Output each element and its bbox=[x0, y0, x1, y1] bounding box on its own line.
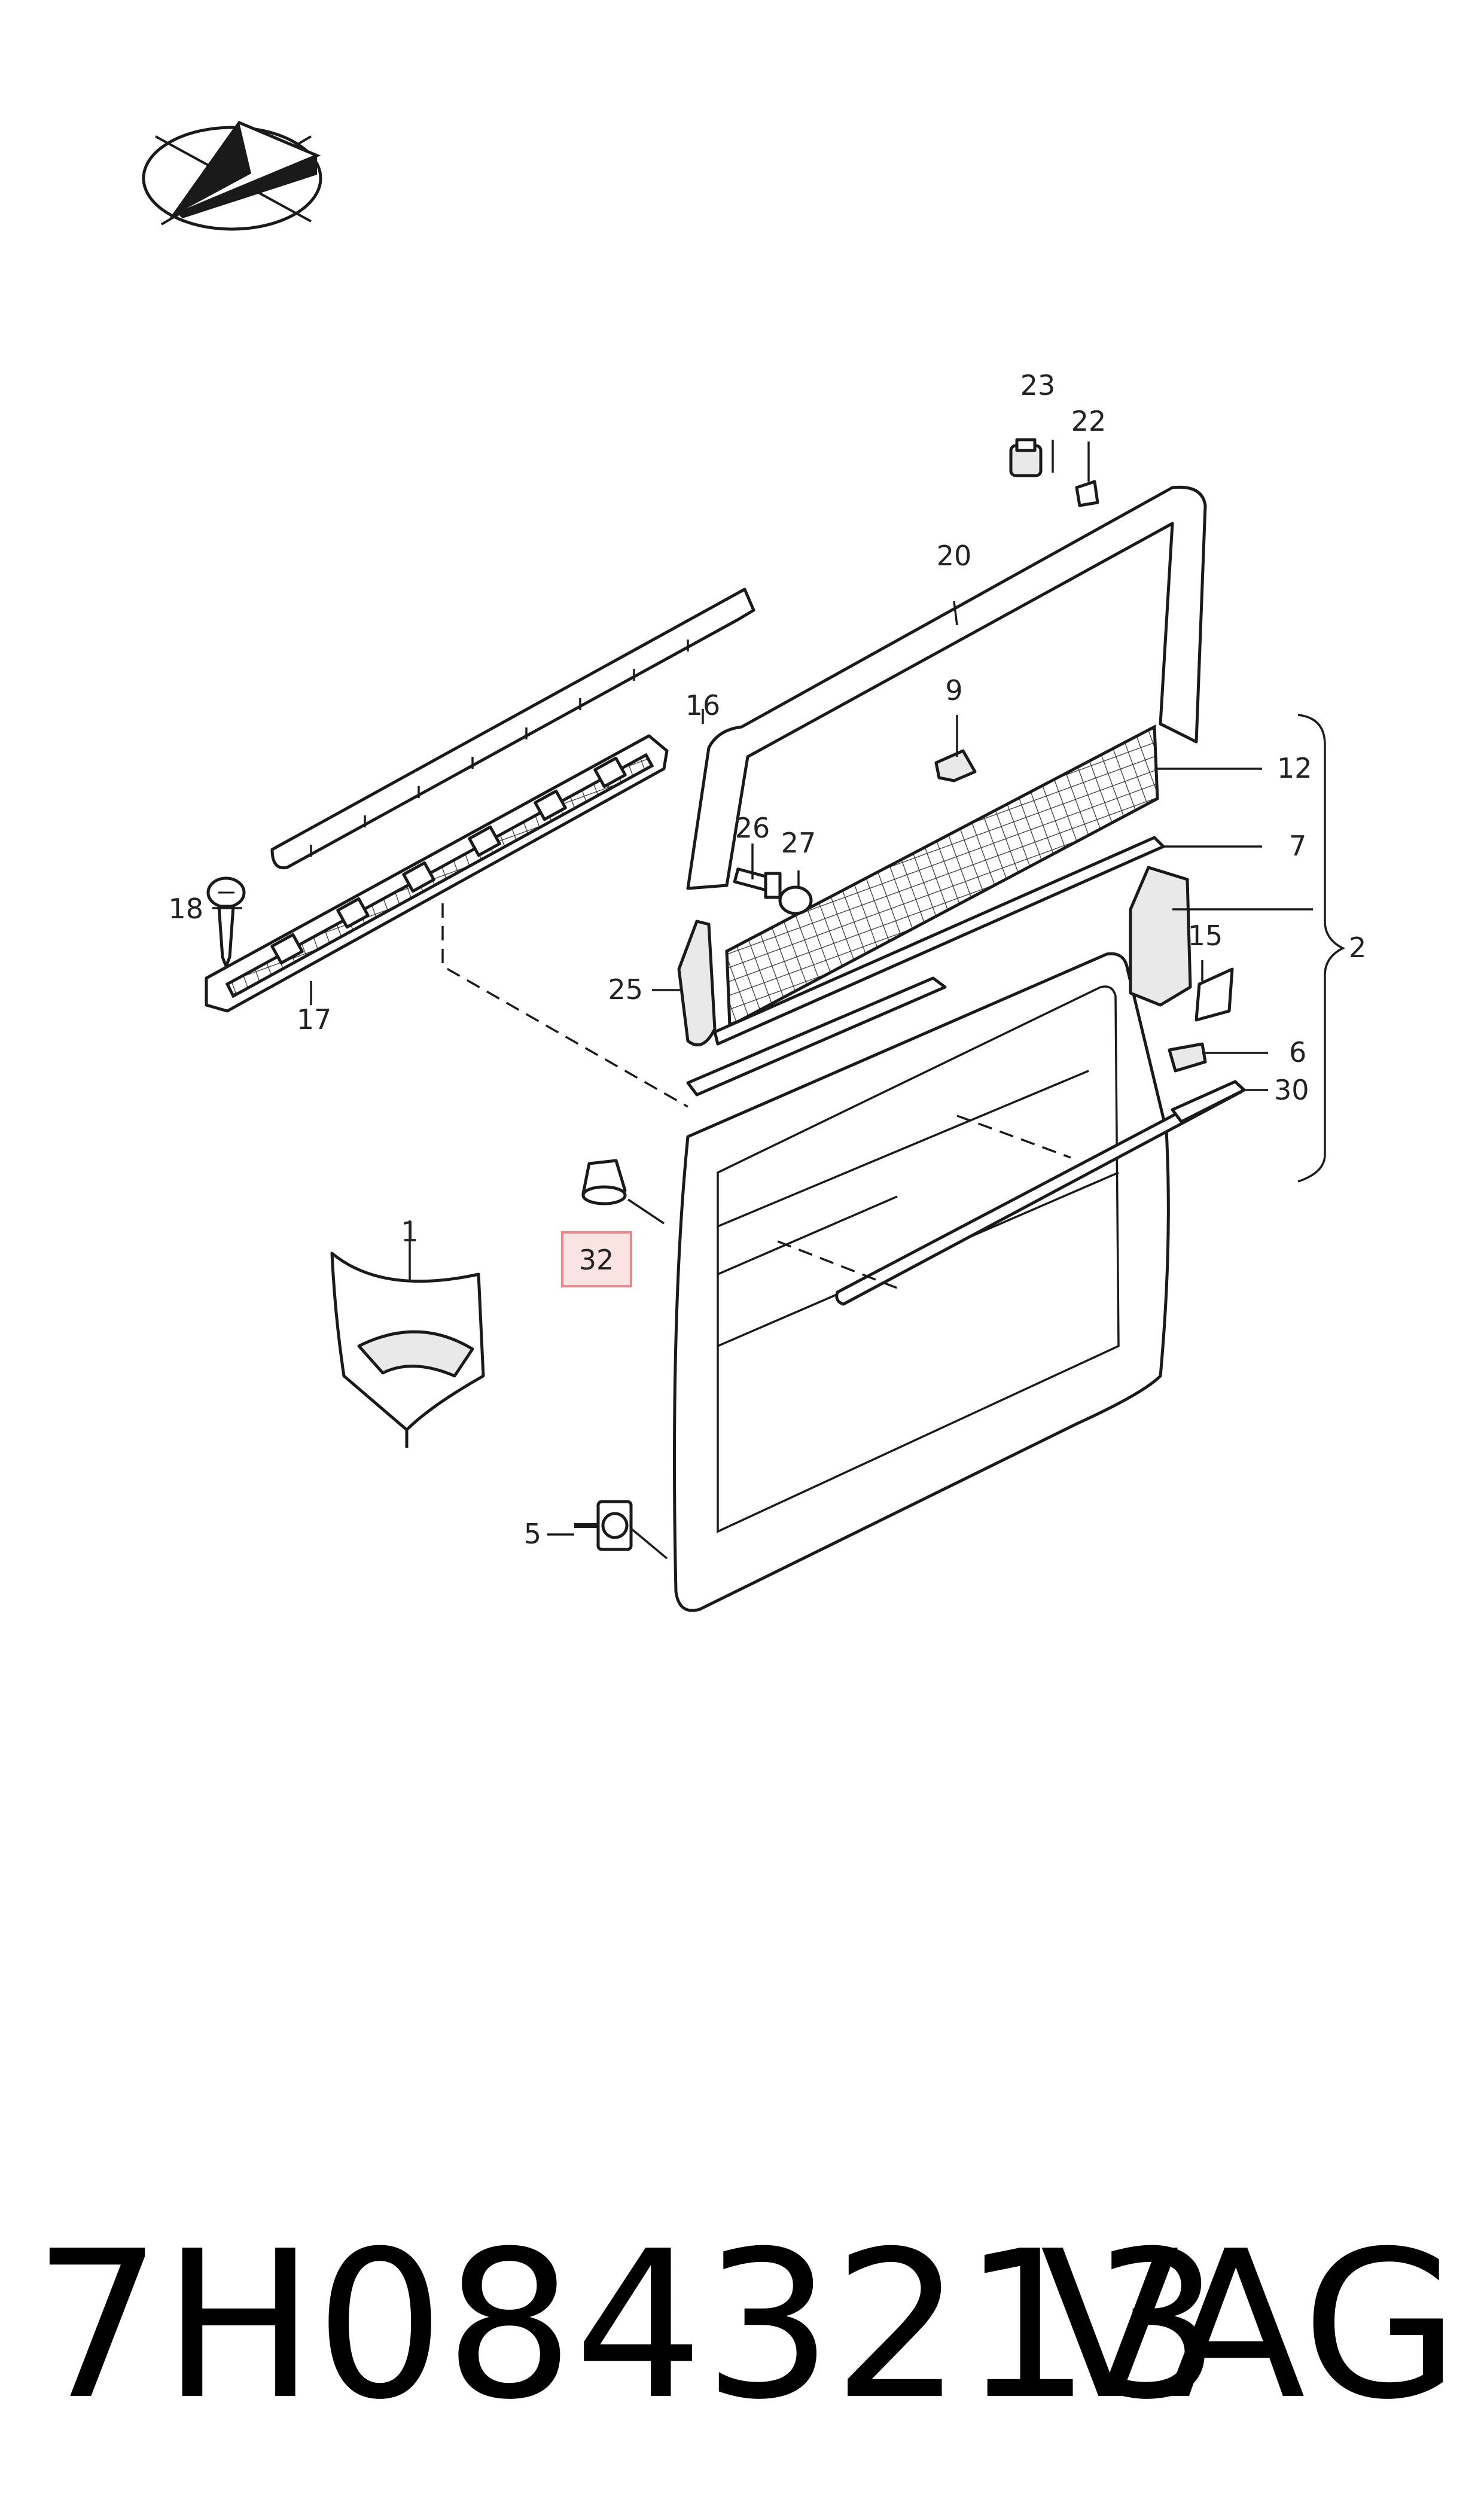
part-18-screw bbox=[206, 876, 246, 968]
part-6-clip bbox=[1168, 1042, 1207, 1073]
part-25-side-trim bbox=[677, 919, 717, 1047]
compass-plane-logo-icon bbox=[142, 120, 322, 231]
callout-18: 18 bbox=[168, 893, 203, 925]
callout-1: 1 bbox=[401, 1216, 418, 1248]
assembly-dashed-lines bbox=[441, 903, 1071, 1290]
part-22-clip bbox=[1075, 480, 1099, 507]
callout-12: 12 bbox=[1277, 752, 1312, 784]
callout-9: 9 bbox=[945, 674, 962, 707]
callout-26: 26 bbox=[735, 812, 770, 844]
callout-32: 32 bbox=[579, 1244, 614, 1276]
part-27-cap bbox=[778, 885, 813, 915]
callout-5: 5 bbox=[524, 1518, 541, 1550]
callout-25: 25 bbox=[608, 973, 643, 1006]
part-5-clip bbox=[574, 1500, 633, 1551]
part-15-cover bbox=[1194, 967, 1234, 1022]
part-2-door-panel bbox=[673, 866, 1243, 1612]
leader-lines bbox=[212, 440, 1345, 1560]
footer: 7H0843213 VAG bbox=[33, 2208, 1459, 2444]
part-9-clip bbox=[934, 749, 977, 783]
callout-15: 15 bbox=[1188, 919, 1223, 952]
part-number: 7H0843213 bbox=[33, 2208, 1221, 2444]
part-16-trim-strip bbox=[270, 587, 755, 870]
part-26-bolt bbox=[733, 867, 782, 899]
callout-17: 17 bbox=[297, 1003, 332, 1036]
callout-7: 7 bbox=[1289, 830, 1306, 862]
brand-name: VAG bbox=[1040, 2208, 1459, 2444]
part-1-cover bbox=[330, 1252, 485, 1448]
part-12-mesh-panel bbox=[725, 724, 1159, 1029]
part-23-connector bbox=[1009, 438, 1043, 477]
part-20-top-frame bbox=[686, 485, 1207, 890]
part-30-strip bbox=[1171, 1080, 1246, 1123]
callout-16: 16 bbox=[685, 689, 721, 721]
part-32-clip bbox=[581, 1159, 627, 1205]
callout-27: 27 bbox=[781, 827, 816, 859]
callout-22: 22 bbox=[1071, 405, 1107, 437]
callout-labels: 23 22 20 9 16 12 26 27 7 18 15 2 25 17 6… bbox=[168, 369, 1366, 1550]
callout-6: 6 bbox=[1289, 1036, 1306, 1068]
callout-2: 2 bbox=[1349, 931, 1366, 964]
callout-20: 20 bbox=[937, 540, 972, 572]
highlight-box bbox=[561, 1231, 632, 1287]
callout-30: 30 bbox=[1274, 1074, 1309, 1106]
part-17-carrier-rail bbox=[205, 734, 669, 1013]
callout-23: 23 bbox=[1020, 369, 1056, 401]
